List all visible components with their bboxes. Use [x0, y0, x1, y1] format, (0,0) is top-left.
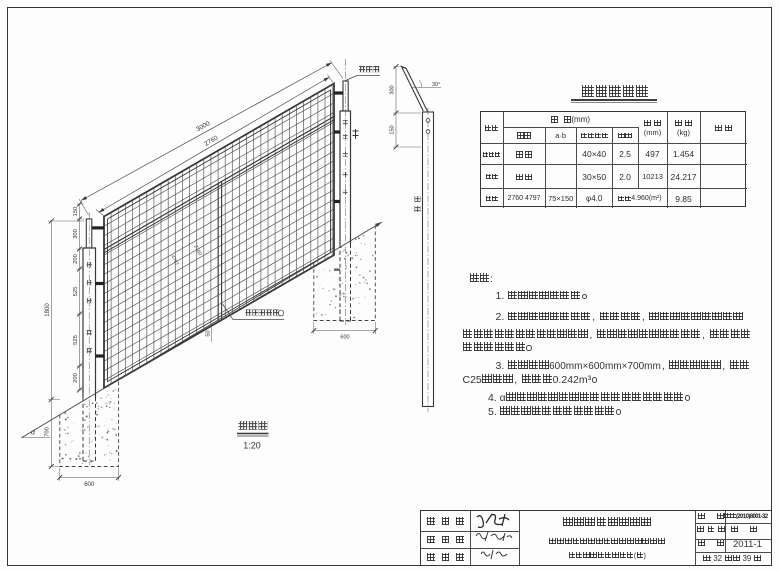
svg-text:600: 600	[84, 482, 95, 488]
svg-text:600: 600	[340, 335, 349, 341]
svg-text:525: 525	[73, 335, 79, 345]
svg-text:300: 300	[390, 85, 396, 94]
svg-text:α: α	[31, 430, 36, 437]
svg-text:300: 300	[73, 229, 79, 239]
svg-text:4797: 4797	[169, 254, 180, 267]
svg-text:150: 150	[73, 207, 79, 217]
svg-text:2760: 2760	[192, 244, 203, 257]
svg-text:50: 50	[206, 330, 212, 336]
svg-text:1:20: 1:20	[243, 441, 261, 451]
svg-text:525: 525	[73, 287, 79, 297]
svg-text:2760: 2760	[203, 134, 219, 147]
svg-text:200: 200	[73, 254, 79, 264]
svg-text:3000: 3000	[195, 120, 211, 133]
svg-text:200: 200	[73, 373, 79, 383]
svg-text:150: 150	[390, 125, 396, 134]
svg-text:1800: 1800	[45, 303, 51, 317]
svg-text:30°: 30°	[432, 82, 440, 88]
svg-text:700: 700	[45, 427, 51, 437]
